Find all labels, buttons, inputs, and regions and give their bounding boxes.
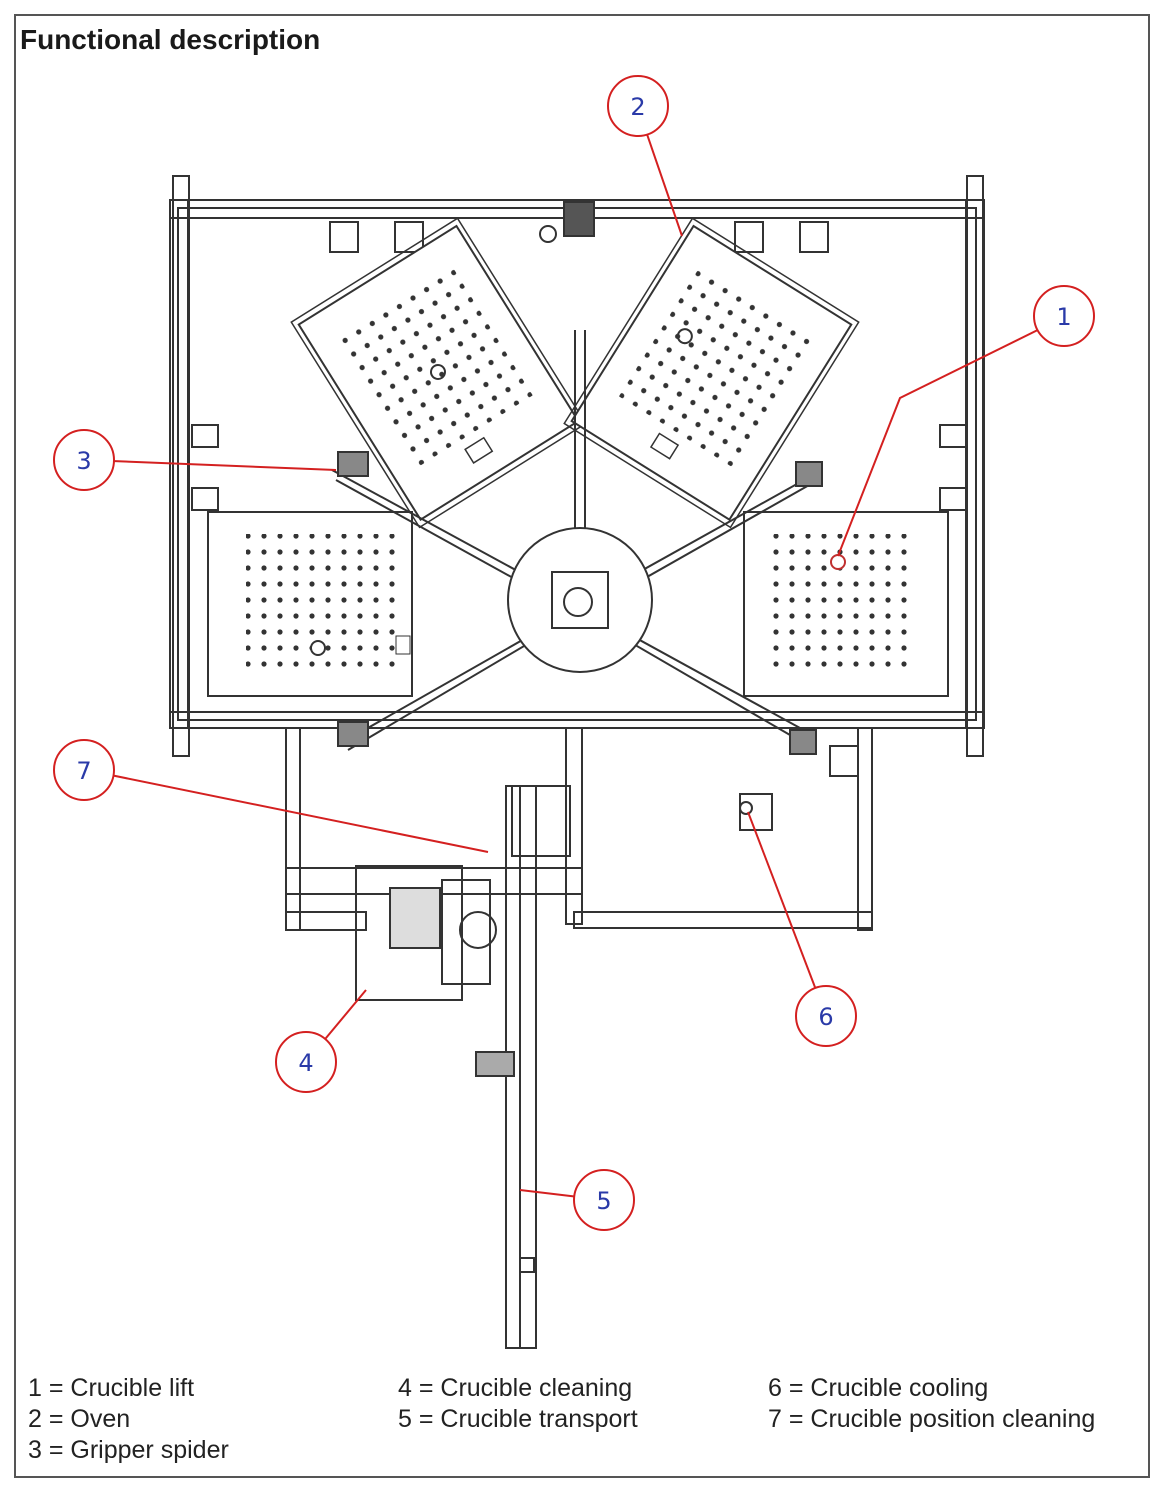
- top-brackets: [191, 201, 967, 777]
- lower-frame: [285, 727, 873, 1001]
- callout-6-number: 6: [818, 1003, 833, 1031]
- callout-3-number: 3: [76, 447, 91, 475]
- legend-column-1: 1 = Crucible lift 2 = Oven 3 = Gripper s…: [28, 1373, 229, 1466]
- legend-item: 3 = Gripper spider: [28, 1436, 229, 1464]
- callout-1: 1: [1033, 285, 1095, 347]
- gripper-spider: [331, 330, 823, 755]
- callout-2-number: 2: [630, 93, 645, 121]
- oven-right: [563, 217, 860, 529]
- callout-3: 3: [53, 429, 115, 491]
- legend-item: 7 = Crucible position cleaning: [768, 1405, 1096, 1433]
- callout-1-number: 1: [1056, 303, 1071, 331]
- callout-7-number: 7: [76, 757, 91, 785]
- callout-2: 2: [607, 75, 669, 137]
- legend-item: 5 = Crucible transport: [398, 1405, 638, 1433]
- callout-4-number: 4: [298, 1049, 313, 1077]
- callout-5: 5: [573, 1169, 635, 1231]
- oven-left: [290, 217, 587, 529]
- legend-item: 1 = Crucible lift: [28, 1374, 195, 1402]
- page-title: Functional description: [20, 24, 321, 55]
- crucible-transport-rail: [475, 785, 571, 1349]
- legend-column-3: 6 = Crucible cooling 7 = Crucible positi…: [768, 1373, 1095, 1435]
- callout-5-number: 5: [596, 1187, 611, 1215]
- legend-item: 4 = Crucible cleaning: [398, 1374, 633, 1402]
- legend-item: 6 = Crucible cooling: [768, 1374, 989, 1402]
- station-right-crucible-lift: [743, 511, 949, 697]
- legend-item: 2 = Oven: [28, 1405, 131, 1433]
- callout-6: 6: [795, 985, 857, 1047]
- callout-4: 4: [275, 1031, 337, 1093]
- station-left: [207, 511, 413, 697]
- callout-7: 7: [53, 739, 115, 801]
- legend-column-2: 4 = Crucible cleaning 5 = Crucible trans…: [398, 1373, 638, 1435]
